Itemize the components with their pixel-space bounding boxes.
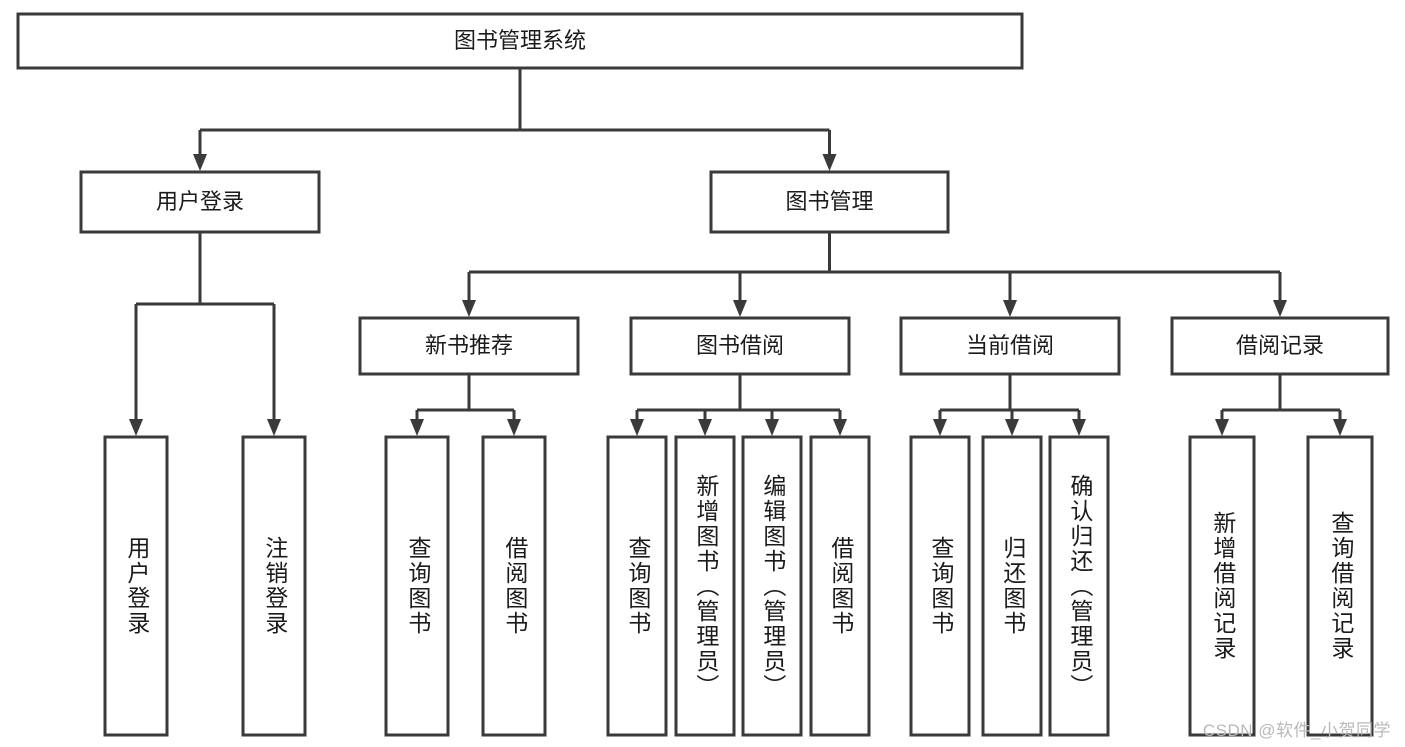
arrow-head-icon: [765, 419, 779, 436]
arrow-head-icon: [1333, 419, 1347, 436]
node-root-root[interactable]: 图书管理系统: [16, 12, 1024, 70]
node-label: 用户登录: [156, 189, 244, 214]
arrow-head-icon: [933, 419, 947, 436]
arrow-head-icon: [462, 300, 476, 317]
node-label: 图书管理: [785, 189, 873, 214]
node-label: 新书推荐: [425, 333, 513, 358]
node-user-login[interactable]: 用户登录: [79, 170, 321, 234]
arrow-head-icon: [267, 419, 281, 436]
node-leaf-user-login[interactable]: [103, 435, 169, 737]
arrow-head-icon: [833, 419, 847, 436]
arrow-head-icon: [1273, 300, 1287, 317]
node-leaf-query-record[interactable]: [1306, 435, 1374, 737]
node-borrow-record[interactable]: 借阅记录: [1170, 316, 1390, 376]
node-book-manage[interactable]: 图书管理: [709, 170, 950, 234]
arrow-head-icon: [733, 300, 747, 317]
node-label: 借阅记录: [1236, 333, 1324, 358]
arrow-head-icon: [630, 419, 644, 436]
connectors-layer: [129, 68, 1347, 436]
node-leaf-borrow-book-rec[interactable]: [481, 435, 547, 737]
arrow-head-icon: [193, 154, 207, 171]
watermark-text: CSDN @软件_小贺同学: [1202, 721, 1391, 740]
arrow-head-icon: [822, 154, 837, 171]
node-new-book-rec[interactable]: 新书推荐: [358, 316, 580, 376]
node-leaf-confirm-return[interactable]: [1048, 435, 1110, 737]
node-book-borrow[interactable]: 图书借阅: [629, 316, 851, 376]
arrow-head-icon: [129, 419, 143, 436]
arrow-head-icon: [1003, 300, 1017, 317]
arrow-head-icon: [698, 419, 712, 436]
node-leaf-query-book-cur[interactable]: [909, 435, 971, 737]
arrow-head-icon: [1005, 419, 1019, 436]
arrow-head-icon: [410, 419, 424, 436]
arrow-head-icon: [1072, 419, 1086, 436]
node-leaf-logout[interactable]: [241, 435, 307, 737]
node-label: 当前借阅: [966, 333, 1054, 358]
node-leaf-query-book-rec[interactable]: [384, 435, 450, 737]
node-leaf-query-book[interactable]: [606, 435, 668, 737]
node-leaf-add-book[interactable]: [674, 435, 736, 737]
node-leaf-add-record[interactable]: [1188, 435, 1256, 737]
arrow-head-icon: [507, 419, 521, 436]
arrow-head-icon: [1215, 419, 1229, 436]
node-label: 图书管理系统: [454, 28, 586, 53]
node-leaf-return-book[interactable]: [981, 435, 1043, 737]
node-label: 图书借阅: [696, 333, 784, 358]
node-current-borrow[interactable]: 当前借阅: [899, 316, 1121, 376]
node-leaf-edit-book[interactable]: [741, 435, 803, 737]
node-leaf-borrow-book[interactable]: [809, 435, 871, 737]
